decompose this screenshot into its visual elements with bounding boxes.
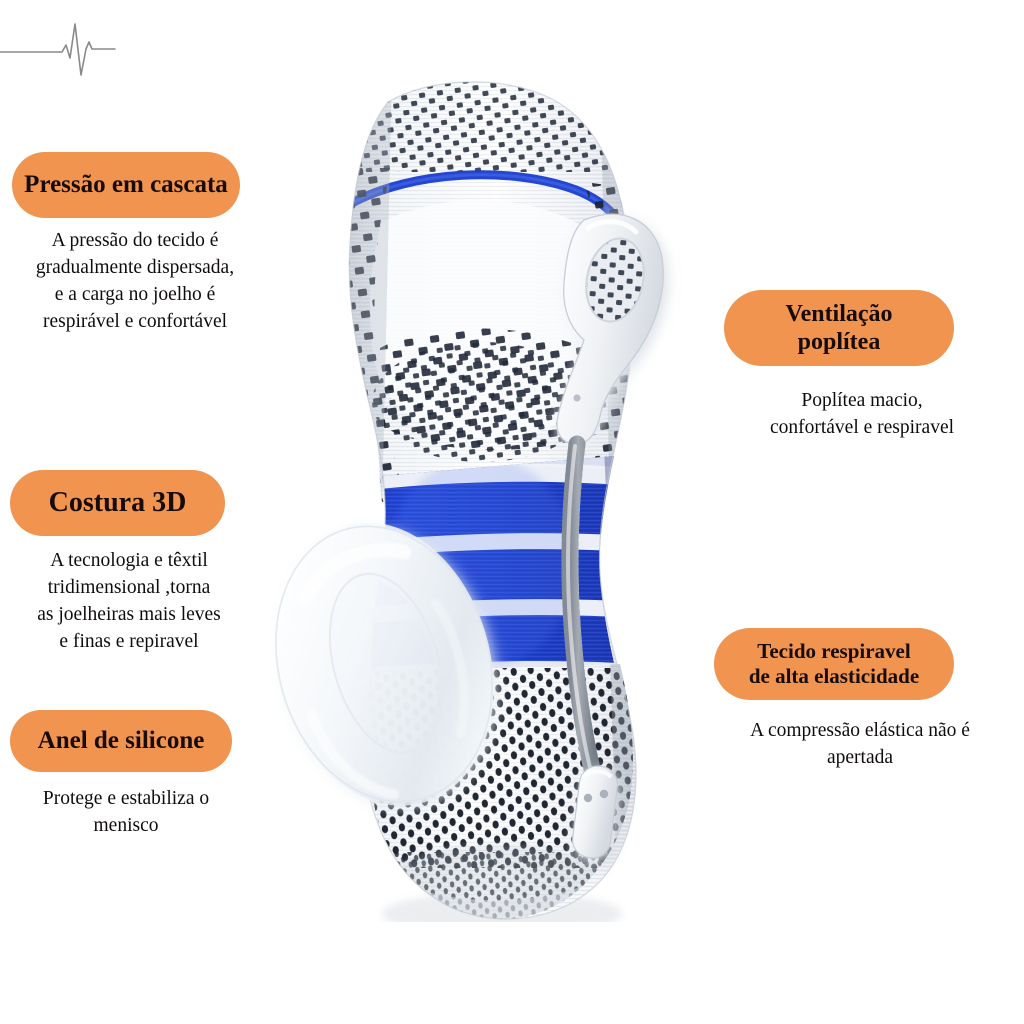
spring-stay-hinge [556,213,664,859]
feature-caption-costura-3d: A tecnologia e têxtil tridimensional ,to… [37,550,221,652]
feature-caption-pressao-em-cascata: A pressão do tecido é gradualmente dispe… [35,230,235,332]
feature-pill-tecido-respiravel: Tecido respiravel de alta elasticidade [714,628,954,700]
silicone-ring [274,522,494,806]
feature-caption-anel-de-silicone: Protege e estabiliza o menisco [42,788,210,836]
feature-caption-tecido-respiravel: A compressão elástica não é apertada [750,720,970,768]
feature-pill-costura-3d: Costura 3D [10,470,225,536]
feature-caption-ventilacao-poplitea: Poplítea macio, confortável e respiravel [769,390,955,438]
feature-pill-anel-de-silicone: Anel de silicone [10,710,232,772]
feature-pill-pressao-em-cascata: Pressão em cascata [12,152,240,218]
product-photo-knee-sleeve [232,72,752,922]
feature-pill-ventilacao-poplitea: Ventilação poplítea [724,290,954,366]
ecg-heartbeat-icon [0,18,130,80]
